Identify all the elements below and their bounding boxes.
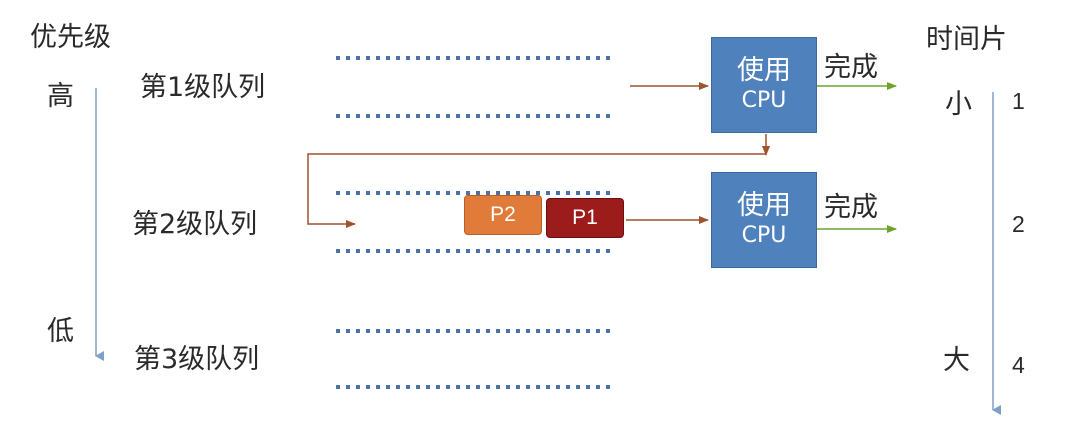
- process-p2: P2: [464, 195, 542, 235]
- queue-1-label: 第1级队列: [140, 72, 266, 103]
- priority-high-label: 高: [47, 81, 74, 112]
- queue-2-label: 第2级队列: [132, 209, 258, 240]
- time-slice-value-2: 2: [1012, 211, 1025, 237]
- done-label-2: 完成: [824, 192, 878, 223]
- cpu-box-2-line2: CPU: [741, 223, 787, 249]
- cpu-box-1: 使用 CPU: [711, 37, 817, 133]
- cpu-box-1-line2: CPU: [741, 88, 787, 114]
- cpu-box-2-line1: 使用: [737, 190, 791, 222]
- priority-low-label: 低: [47, 316, 74, 347]
- process-p1: P1: [546, 198, 624, 238]
- time-slice-value-1: 1: [1012, 88, 1025, 114]
- time-slice-value-4: 4: [1012, 352, 1025, 378]
- cpu-box-1-line1: 使用: [737, 55, 791, 87]
- priority-title: 优先级: [30, 22, 111, 53]
- time-slice-title: 时间片: [926, 24, 1007, 55]
- time-slice-small-label: 小: [945, 89, 972, 120]
- done-label-1: 完成: [824, 52, 878, 83]
- time-slice-large-label: 大: [943, 345, 970, 376]
- queue-3-label: 第3级队列: [134, 344, 260, 375]
- cpu-box-2: 使用 CPU: [711, 172, 817, 268]
- demote-path-arrow: [307, 153, 766, 228]
